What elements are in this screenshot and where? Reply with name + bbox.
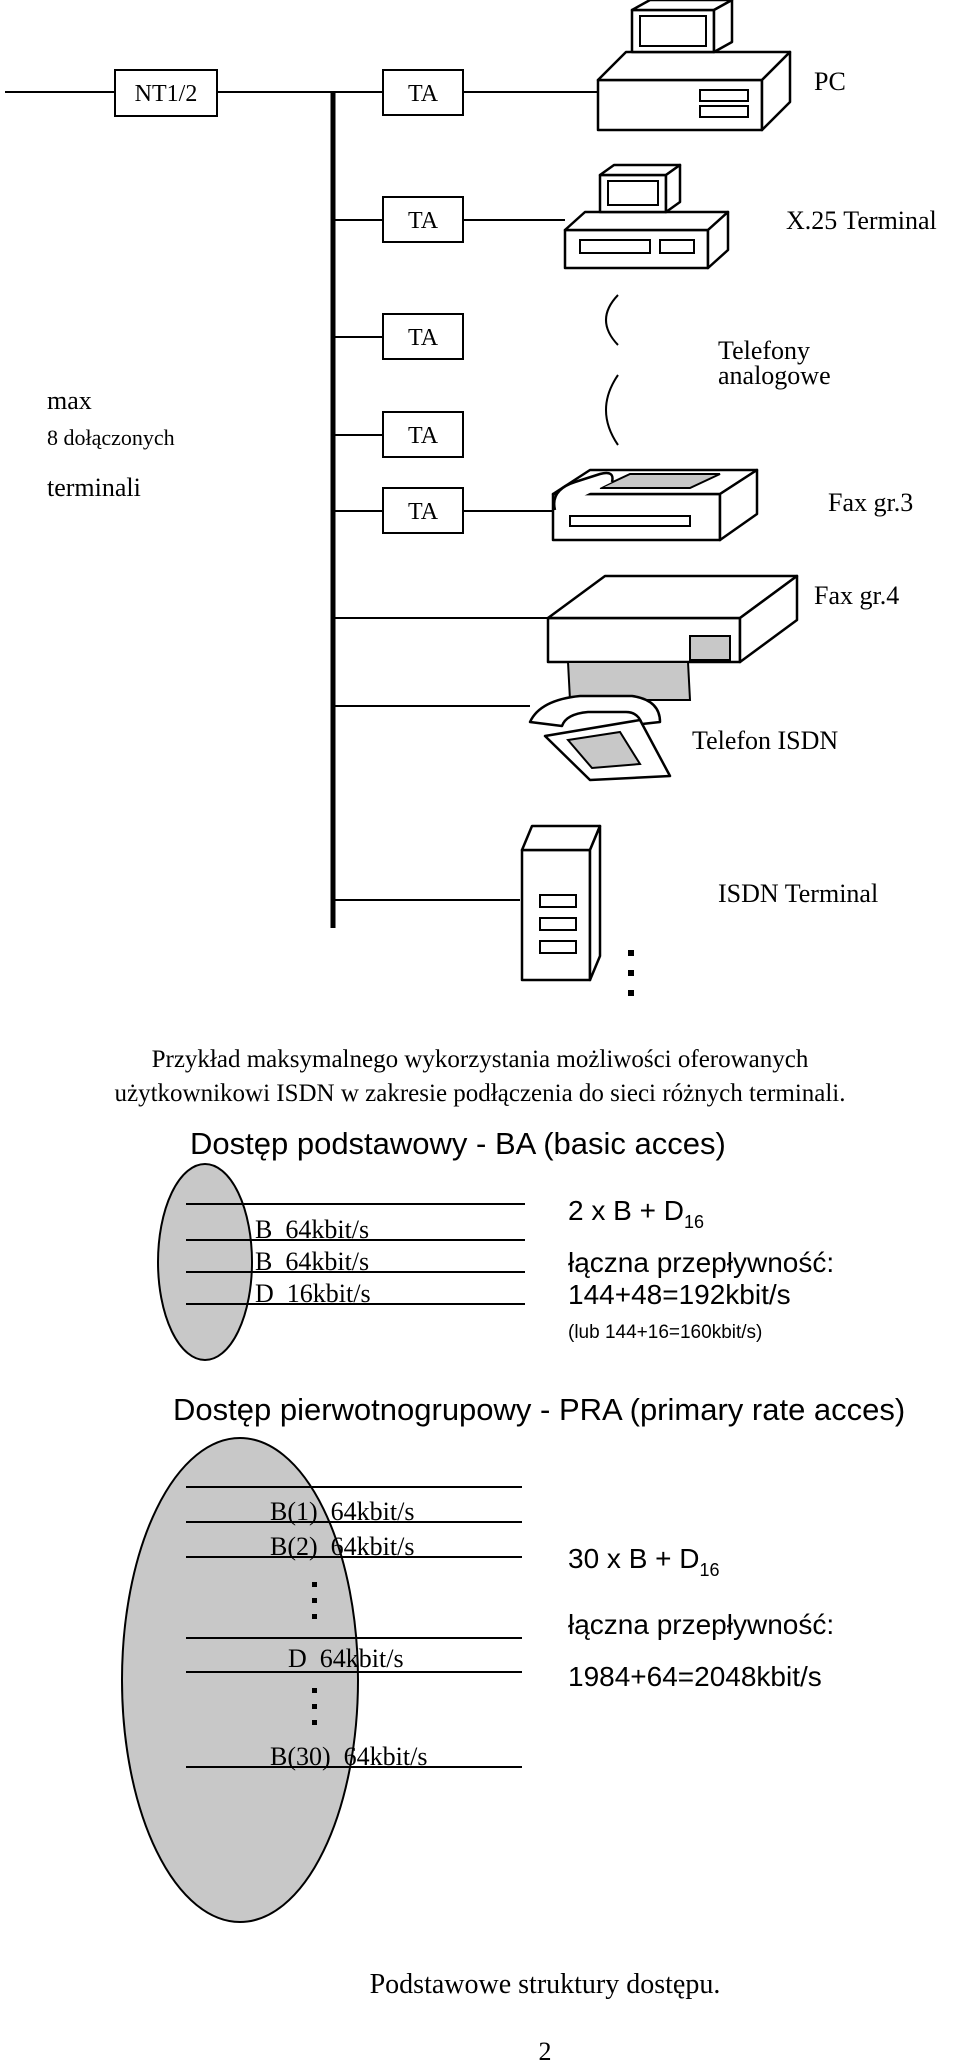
note-line: max xyxy=(47,386,92,415)
pra-formula-sub: 16 xyxy=(700,1560,720,1580)
page-number: 2 xyxy=(539,2037,552,2066)
ta-label: TA xyxy=(408,81,439,107)
ba-formula-main: 2 x B + D xyxy=(568,1195,684,1226)
ellipsis-icon xyxy=(628,950,634,996)
fax3-label: Fax gr.3 xyxy=(828,488,913,517)
ba-channel: B 64kbit/s xyxy=(255,1215,369,1244)
ta-box xyxy=(382,69,464,116)
pra-section: Dostęp pierwotnogrupowy - PRA (primary r… xyxy=(121,1392,905,1923)
pra-channel: B(30) 64kbit/s xyxy=(270,1742,427,1771)
nt-box-label: NT1/2 xyxy=(135,81,198,107)
fax3-icon xyxy=(551,468,759,542)
pra-channel: D 64kbit/s xyxy=(288,1644,404,1673)
isdn-phone-label: Telefon ISDN xyxy=(692,726,838,755)
pra-channel: B(2) 64kbit/s xyxy=(270,1532,414,1561)
note-line: terminali xyxy=(47,473,141,502)
ta-label: TA xyxy=(408,325,439,351)
pra-throughput-label: łączna przepływność: xyxy=(568,1609,834,1640)
x25-label: X.25 Terminal xyxy=(786,206,937,235)
ba-alt-value: (lub 144+16=160kbit/s) xyxy=(568,1322,762,1343)
ba-formula: 2 x B + D16 xyxy=(568,1195,704,1232)
pc-icon xyxy=(596,0,792,132)
bus-topology: NT1/2 TA TA TA TA TA xyxy=(5,69,598,928)
ellipsis-icon xyxy=(312,1688,317,1725)
analog-phones-label: analogowe xyxy=(718,361,831,390)
isdn-phone-icon xyxy=(528,694,672,782)
ba-throughput-label: łączna przepływność: xyxy=(568,1247,834,1278)
ba-channel: B 64kbit/s xyxy=(255,1247,369,1276)
ta-box xyxy=(382,411,464,458)
ba-title: Dostęp podstawowy - BA (basic acces) xyxy=(190,1126,726,1161)
isdn-terminal-icon xyxy=(520,824,602,982)
pra-bundle xyxy=(121,1437,359,1923)
pc-label: PC xyxy=(814,67,846,96)
pra-formula-main: 30 x B + D xyxy=(568,1543,700,1574)
pra-formula: 30 x B + D16 xyxy=(568,1543,720,1580)
ta-box xyxy=(382,487,464,534)
figure-caption: Przykład maksymalnego wykorzystania możl… xyxy=(152,1046,809,1073)
isdn-terminal-label: ISDN Terminal xyxy=(718,879,878,908)
ba-formula-sub: 16 xyxy=(684,1212,704,1232)
ta-box xyxy=(382,313,464,360)
figure-caption: użytkownikowi ISDN w zakresie podłączeni… xyxy=(114,1080,845,1107)
analog-phones-bracket xyxy=(605,294,619,446)
pra-title: Dostęp pierwotnogrupowy - PRA (primary r… xyxy=(173,1392,905,1427)
ba-bundle xyxy=(157,1163,253,1361)
pra-channel: B(1) 64kbit/s xyxy=(270,1497,414,1526)
note-line: 8 dołączonych xyxy=(47,425,175,450)
analog-phones-label: Telefony xyxy=(718,336,810,365)
ba-channel: D 16kbit/s xyxy=(255,1279,371,1308)
pra-throughput-value: 1984+64=2048kbit/s xyxy=(568,1661,822,1692)
ta-label: TA xyxy=(408,499,439,525)
ta-label: TA xyxy=(408,208,439,234)
footer-title: Podstawowe struktury dostępu. xyxy=(370,1969,721,2000)
ellipsis-icon xyxy=(312,1582,317,1619)
ta-label: TA xyxy=(408,423,439,449)
ta-box xyxy=(382,196,464,243)
ba-throughput-value: 144+48=192kbit/s xyxy=(568,1279,791,1310)
x25-terminal-icon xyxy=(563,163,730,270)
ba-section: Dostęp podstawowy - BA (basic acces) B 6… xyxy=(157,1126,834,1361)
fax4-icon xyxy=(546,574,799,701)
fax4-label: Fax gr.4 xyxy=(814,581,899,610)
max-terminals-note: max 8 dołączonych terminali xyxy=(47,386,175,502)
